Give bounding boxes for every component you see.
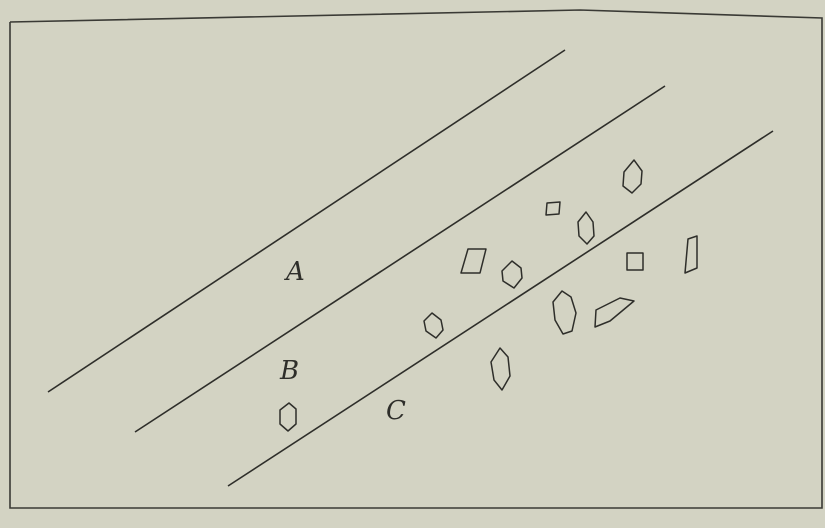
zone-label-b: B [279, 356, 299, 386]
zone-label-a: A [284, 257, 305, 287]
zone-label-c: C [386, 396, 406, 426]
